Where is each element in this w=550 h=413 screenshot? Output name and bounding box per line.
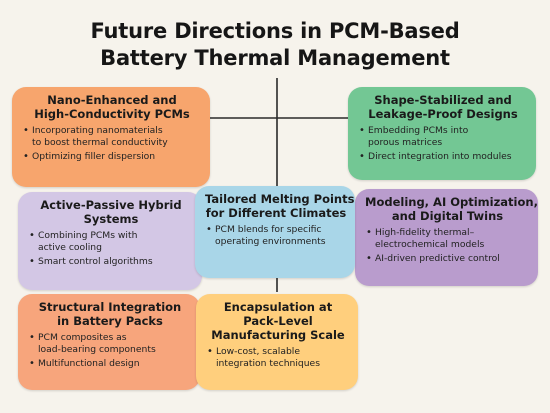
card-heading-line: Systems [83, 212, 139, 226]
title-line-1: Future Directions in PCM-Based [90, 19, 460, 43]
card-heading-line: Active-Passive Hybrid [40, 198, 182, 212]
card-heading: Modeling, AI Optimization,and Digital Tw… [365, 195, 538, 223]
card-bullet-line: Optimizing filler dispersion [32, 151, 156, 162]
card-bullet-line: Combining PCMs with [38, 230, 138, 241]
card-bullet-line: load-bearing components [38, 343, 156, 355]
card-heading-line: Nano-Enhanced and [47, 93, 177, 107]
card-heading-line: Modeling, AI Optimization, [365, 195, 538, 209]
card-bullet-line: operating environments [215, 235, 326, 247]
card-bullet-line: AI-driven predictive control [375, 253, 500, 264]
card-active-passive-hybrid: Active-Passive HybridSystemsCombining PC… [18, 192, 202, 290]
card-heading-line: Pack-Level [243, 314, 313, 328]
card-bullet: Multifunctional design [29, 358, 192, 370]
card-modeling-ai-digital-twins: Modeling, AI Optimization,and Digital Tw… [355, 189, 538, 286]
card-heading-line: Encapsulation at [223, 300, 333, 314]
card-bullet-line: High-fidelity thermal– [375, 227, 475, 238]
card-bullet: Smart control algorithms [29, 256, 194, 268]
card-bullet-line: Incorporating nanomaterials [32, 125, 163, 136]
card-heading-line: Shape-Stabilized and [374, 93, 512, 107]
title-line-2: Battery Thermal Management [100, 46, 450, 70]
card-bullet-line: to boost thermal conductivity [32, 136, 168, 148]
card-heading-line: and Digital Twins [391, 209, 504, 223]
card-bullet-line: Direct integration into modules [368, 151, 512, 162]
card-bullet-line: electrochemical models [375, 238, 485, 250]
card-heading-line: Tailored Melting Points [205, 192, 355, 206]
card-bullet-line: integration techniques [216, 357, 320, 369]
card-bullet-line: Embedding PCMs into [368, 125, 469, 136]
card-bullet-line: Multifunctional design [38, 358, 140, 369]
card-heading-line: Leakage-Proof Designs [368, 107, 518, 121]
card-bullet-line: PCM blends for specific [215, 224, 322, 235]
card-bullet-line: active cooling [38, 241, 102, 253]
card-heading-line: Structural Integration [38, 300, 182, 314]
card-bullet-line: Smart control algorithms [38, 256, 153, 267]
card-bullet-list: High-fidelity thermal–electrochemical mo… [365, 227, 530, 265]
card-bullet: AI-driven predictive control [366, 253, 530, 265]
card-heading-line: Manufacturing Scale [211, 328, 345, 342]
card-bullet: High-fidelity thermal–electrochemical mo… [366, 227, 530, 250]
card-bullet-line: Low-cost, scalable [216, 346, 300, 357]
card-heading-line: in Battery Packs [57, 314, 163, 328]
card-bullet-line: porous matrices [368, 136, 443, 148]
diagram-title: Future Directions in PCM-Based Battery T… [0, 18, 550, 72]
card-bullet-line: PCM composites as [38, 332, 127, 343]
card-bullet: Direct integration into modules [359, 151, 528, 163]
card-bullet: Optimizing filler dispersion [23, 151, 202, 163]
card-heading-line: for Different Climates [205, 206, 347, 220]
card-heading-line: High-Conductivity PCMs [34, 107, 190, 121]
